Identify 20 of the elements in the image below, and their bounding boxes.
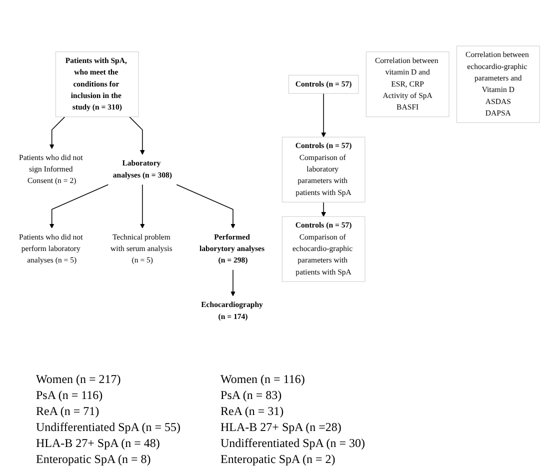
arrow <box>129 116 145 155</box>
arrow <box>321 93 326 138</box>
subgroup-count-text: Enteropatic SpA (n = 8) <box>36 452 151 467</box>
subgroup-count-text: PsA (n = 116) <box>36 388 103 403</box>
subgroup-count-text: Undifferentiated SpA (n = 55) <box>36 420 181 435</box>
subgroup-count-text: ReA (n = 31) <box>220 404 284 419</box>
subgroup-count-text: ReA (n = 71) <box>36 404 100 419</box>
arrow <box>230 270 236 296</box>
arrow <box>176 184 236 228</box>
arrow <box>321 202 326 217</box>
subgroup-count-text: PsA (n = 83) <box>220 388 282 403</box>
arrow <box>49 184 109 228</box>
subgroup-count-text: HLA-B 27+ SpA (n = 48) <box>36 436 160 451</box>
subgroup-count-text: Enteropatic SpA (n = 2) <box>220 452 336 467</box>
subgroup-count-text: HLA-B 27+ SpA (n =28) <box>220 420 342 435</box>
subgroup-count-text: Undifferentiated SpA (n = 30) <box>220 436 366 451</box>
arrow <box>140 184 145 228</box>
subgroup-count-text: Women (n = 116) <box>220 372 305 387</box>
subgroup-count-text: Women (n = 217) <box>36 372 121 387</box>
arrow <box>49 116 66 149</box>
